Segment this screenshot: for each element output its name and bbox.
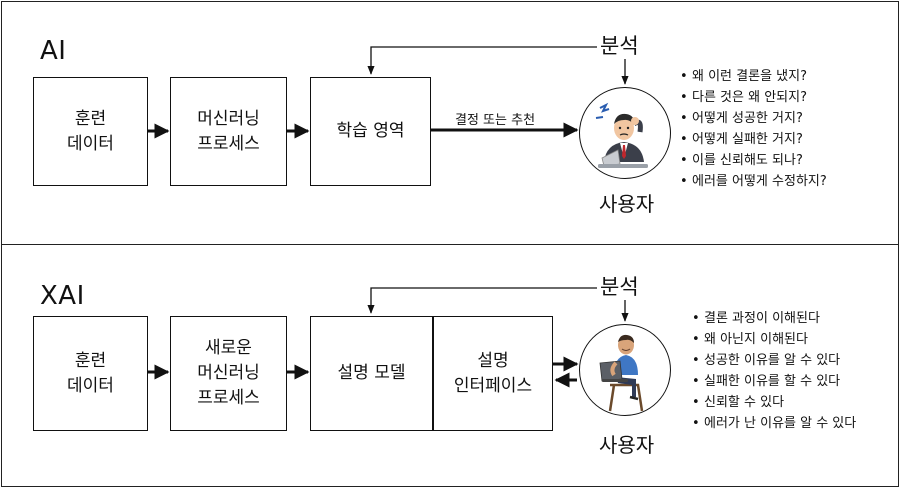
ai-training-data-box: 훈련 데이터: [33, 77, 148, 186]
list-item: 왜 아닌지 이해된다: [690, 329, 856, 350]
list-item: 실패한 이유를 할 수 있다: [690, 371, 856, 392]
list-item: 성공한 이유를 알 수 있다: [690, 350, 856, 371]
section-divider: [1, 244, 899, 245]
xai-user-circle: [579, 324, 671, 416]
list-item: 에러가 난 이유를 알 수 있다: [690, 413, 856, 434]
list-item: 어떻게 성공한 거지?: [678, 108, 827, 129]
list-item: 에러를 어떻게 수정하지?: [678, 171, 827, 192]
ai-analysis-label: 분석: [600, 34, 639, 58]
xai-user-label: 사용자: [599, 433, 655, 457]
list-item: 이를 신뢰해도 되나?: [678, 150, 827, 171]
ai-user-circle: [579, 87, 671, 179]
ai-section-title: AI: [40, 36, 67, 66]
ai-analysis-feedback-arrow: [367, 46, 597, 75]
list-item: 결론 과정이 이해된다: [690, 308, 856, 329]
xai-analysis-label: 분석: [600, 275, 639, 299]
xai-explanation-interface-box: 설명 인터페이스: [433, 316, 553, 431]
ai-learned-function-box: 학습 영역: [310, 77, 431, 186]
xai-explainable-model-box: 설명 모델: [310, 316, 433, 431]
ai-ml-process-box: 머신러닝 프로세스: [170, 77, 287, 186]
xai-analysis-feedback-arrow: [367, 287, 597, 314]
relaxed-laptop-user-icon: [599, 334, 644, 412]
xai-new-ml-process-box: 새로운 머신러닝 프로세스: [170, 316, 287, 431]
list-item: 어떻게 실패한 거지?: [678, 129, 827, 150]
ai-decision-arrow-label: 결정 또는 추천: [455, 113, 536, 128]
ai-user-label: 사용자: [599, 192, 655, 216]
xai-section-title: XAI: [40, 281, 85, 311]
xai-training-data-box: 훈련 데이터: [33, 316, 148, 431]
xai-user-outcomes-list: 결론 과정이 이해된다 왜 아닌지 이해된다 성공한 이유를 알 수 있다 실패…: [690, 308, 856, 434]
list-item: 신뢰할 수 있다: [690, 392, 856, 413]
list-item: 왜 이런 결론을 냈지?: [678, 66, 827, 87]
ai-user-questions-list: 왜 이런 결론을 냈지? 다른 것은 왜 안되지? 어떻게 성공한 거지? 어떻…: [678, 66, 827, 192]
confused-businessman-icon: [595, 102, 648, 168]
list-item: 다른 것은 왜 안되지?: [678, 87, 827, 108]
